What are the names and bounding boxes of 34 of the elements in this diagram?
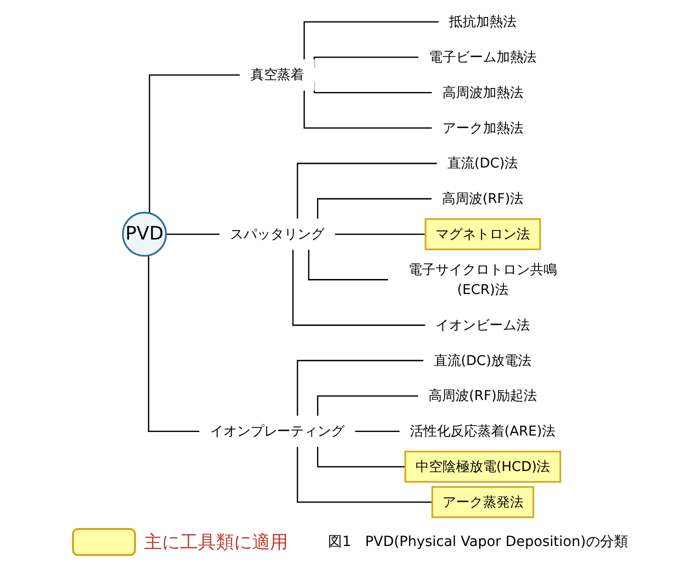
connector xyxy=(308,249,388,280)
node-box: 中空陰極放電(HCD)法 xyxy=(404,450,562,483)
node-text: イオンビーム法 xyxy=(436,316,530,333)
connector xyxy=(296,162,438,220)
connector xyxy=(296,446,432,503)
connector xyxy=(165,234,220,235)
connector xyxy=(317,446,406,468)
connector xyxy=(148,74,240,214)
node-text: 直流(DC)放電法 xyxy=(434,352,532,368)
node-text: 高周波(RF)励起法 xyxy=(428,388,538,404)
connector xyxy=(304,90,432,129)
node-circle: PVD xyxy=(122,212,167,257)
connector xyxy=(317,395,418,416)
connector xyxy=(304,21,439,60)
node-text: 高周波(RF)法 xyxy=(442,190,524,206)
node-text: 電子サイクロトロン共鳴(ECR)法 xyxy=(408,261,557,298)
node-box: アーク蒸発法 xyxy=(431,486,534,518)
node-text: 高周波加熱法 xyxy=(442,84,524,100)
connector xyxy=(354,430,400,432)
node-text: スパッタリング xyxy=(230,226,324,242)
legend-text: 主に工具類に適用 xyxy=(144,531,288,554)
node-text: 直流(DC)法 xyxy=(447,155,518,172)
connector xyxy=(317,198,432,220)
caption: 図1 PVD(Physical Vapor Deposition)の分類 xyxy=(328,533,628,551)
connector xyxy=(334,234,426,235)
connector xyxy=(292,249,426,326)
connector xyxy=(296,360,424,416)
node-text: 抵抗加熱法 xyxy=(449,13,516,30)
node-text: 電子ビーム加熱法 xyxy=(428,48,537,65)
node-text: 活性化反応蒸着(ARE)法 xyxy=(410,422,556,439)
node-box: マグネトロン法 xyxy=(424,218,541,250)
node-text: イオンプレーティング xyxy=(210,422,345,439)
node-text: アーク加熱法 xyxy=(442,120,524,136)
connector xyxy=(148,255,200,432)
